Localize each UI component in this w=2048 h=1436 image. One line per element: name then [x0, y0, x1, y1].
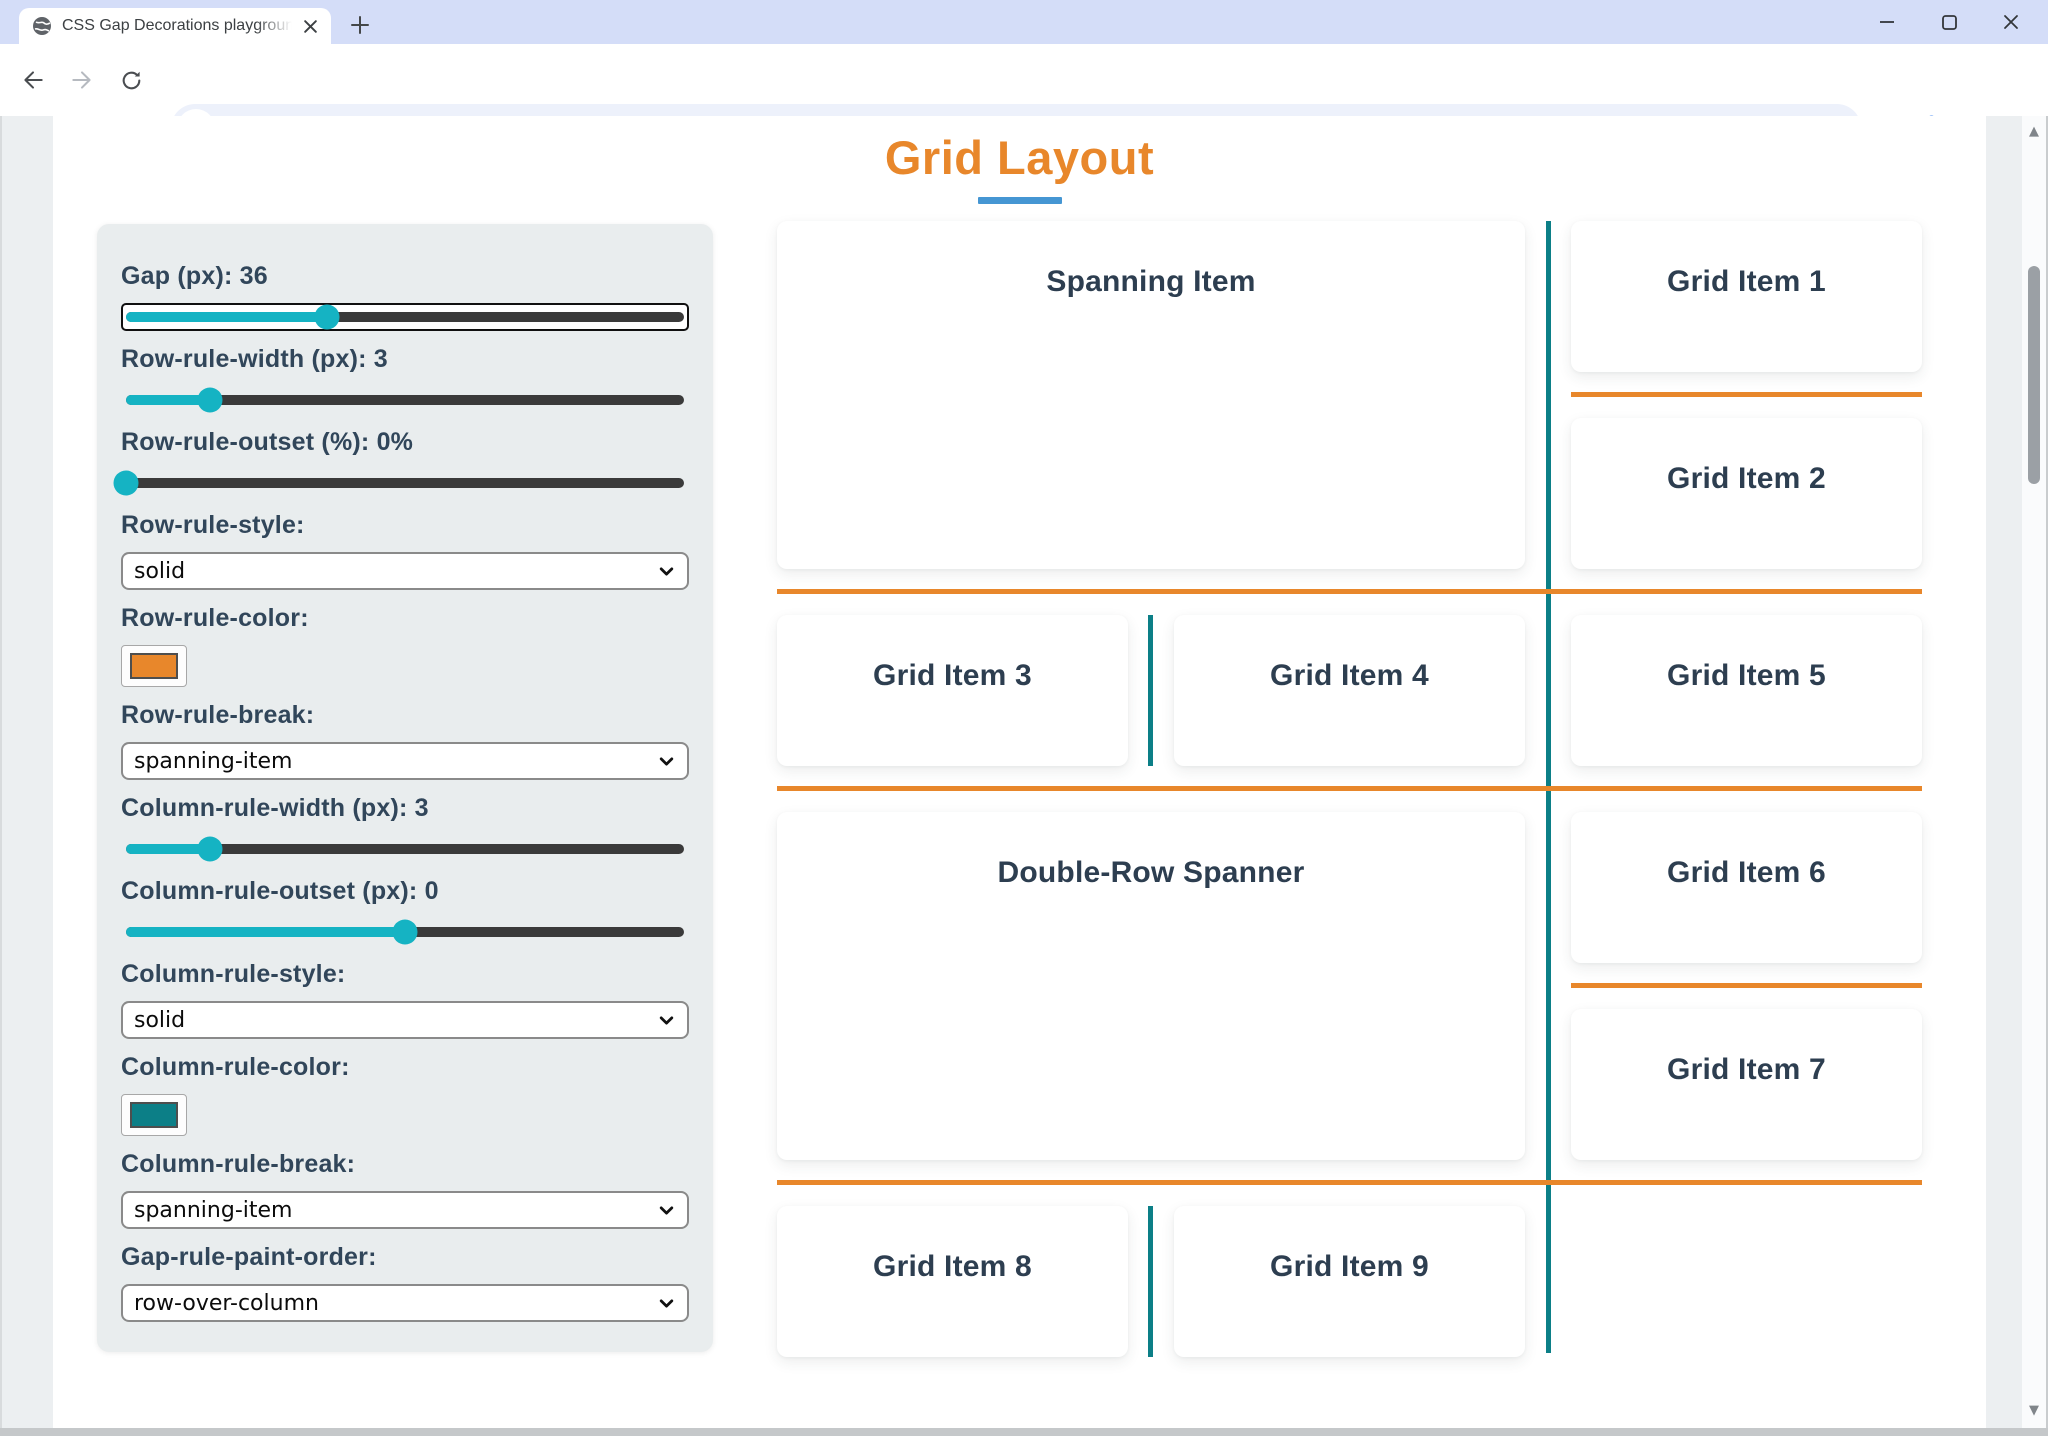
back-button[interactable]: [11, 58, 55, 102]
control-group-column-rule-outset: Column-rule-outset (px): 0: [121, 877, 689, 946]
controls-panel: Gap (px): 36 Row-rule-width (px): 3 Row-…: [97, 224, 713, 1352]
control-group-column-rule-break: Column-rule-break: spanning-item: [121, 1150, 689, 1229]
select-value: row-over-column: [134, 1290, 319, 1316]
slider-track[interactable]: [126, 304, 684, 330]
grid-item-1: Grid Item 1: [1571, 221, 1922, 372]
control-group-row-rule-outset: Row-rule-outset (%): 0%: [113, 428, 689, 497]
window-right-edge: [2046, 116, 2048, 1436]
gap-rule-paint-order-select[interactable]: row-over-column: [121, 1284, 689, 1322]
row-rule-width-slider[interactable]: [121, 386, 689, 414]
reload-button[interactable]: [109, 58, 153, 102]
control-group-column-rule-style: Column-rule-style: solid: [121, 960, 689, 1039]
row-rule-outset-label: Row-rule-outset (%): 0%: [121, 428, 414, 456]
column-rule-break-select[interactable]: spanning-item: [121, 1191, 689, 1229]
control-group-row-rule-width: Row-rule-width (px): 3: [121, 345, 689, 414]
grid-item-3: Grid Item 3: [777, 615, 1128, 766]
column-rule-outset-slider[interactable]: [121, 918, 689, 946]
color-swatch: [130, 653, 178, 679]
control-group-column-rule-width: Column-rule-width (px): 3: [121, 794, 689, 863]
select-value: spanning-item: [134, 748, 293, 774]
forward-button[interactable]: [60, 58, 104, 102]
row-rule-color-label: Row-rule-color:: [121, 604, 309, 632]
control-group-row-rule-style: Row-rule-style: solid: [121, 511, 689, 590]
new-tab-button[interactable]: [348, 14, 372, 38]
demo-grid: Spanning Item Grid Item 1 Grid Item 2 Gr…: [777, 221, 1922, 1357]
grid-item-6: Grid Item 6: [1571, 812, 1922, 963]
control-group-gap-rule-paint-order: Gap-rule-paint-order: row-over-column: [121, 1243, 689, 1322]
row-rule-break-label: Row-rule-break:: [121, 701, 315, 729]
column-rule-color-label: Column-rule-color:: [121, 1053, 350, 1081]
row-rule-style-select[interactable]: solid: [121, 552, 689, 590]
row-rule-width-label: Row-rule-width (px): 3: [121, 345, 388, 373]
slider-thumb[interactable]: [314, 304, 340, 330]
control-group-column-rule-color: Column-rule-color:: [121, 1053, 689, 1136]
select-value: spanning-item: [134, 1197, 293, 1223]
grid-item-7: Grid Item 7: [1571, 1009, 1922, 1160]
maximize-button[interactable]: [1918, 0, 1980, 44]
grid-item-8: Grid Item 8: [777, 1206, 1128, 1357]
window-bottom-edge: [0, 1428, 2048, 1436]
row-rule-style-label: Row-rule-style:: [121, 511, 305, 539]
grid-item-spanning: Spanning Item: [777, 221, 1525, 569]
color-swatch: [130, 1102, 178, 1128]
chevron-down-icon: [659, 1015, 674, 1025]
grid-preview: Spanning Item Grid Item 1 Grid Item 2 Gr…: [777, 221, 1922, 1357]
slider-thumb[interactable]: [113, 470, 139, 496]
gap-rule-paint-order-label: Gap-rule-paint-order:: [121, 1243, 377, 1271]
control-group-row-rule-break: Row-rule-break: spanning-item: [121, 701, 689, 780]
slider-track[interactable]: [126, 836, 684, 862]
row-rule-break-select[interactable]: spanning-item: [121, 742, 689, 780]
slider-track[interactable]: [126, 919, 684, 945]
column-rule-color-picker[interactable]: [121, 1094, 187, 1136]
chevron-down-icon: [659, 1298, 674, 1308]
chevron-down-icon: [659, 756, 674, 766]
grid-item-4: Grid Item 4: [1174, 615, 1525, 766]
select-value: solid: [134, 1007, 186, 1033]
chevron-down-icon: [659, 566, 674, 576]
tab-close-icon[interactable]: [299, 15, 321, 37]
slider-track[interactable]: [113, 470, 684, 496]
slider-thumb[interactable]: [197, 387, 223, 413]
grid-item-double-row-spanner: Double-Row Spanner: [777, 812, 1525, 1160]
grid-item-5: Grid Item 5: [1571, 615, 1922, 766]
page-title: Grid Layout: [884, 131, 1155, 184]
control-group-row-rule-color: Row-rule-color:: [121, 604, 689, 687]
row-rule-color-picker[interactable]: [121, 645, 187, 687]
column-rule-width-slider[interactable]: [121, 835, 689, 863]
slider-thumb[interactable]: [197, 836, 223, 862]
title-underline: [977, 197, 1062, 204]
column-rule-style-select[interactable]: solid: [121, 1001, 689, 1039]
scroll-down-icon[interactable]: ▼: [2029, 1403, 2039, 1418]
control-group-gap: Gap (px): 36: [121, 262, 689, 331]
column-rule-width-label: Column-rule-width (px): 3: [121, 794, 429, 822]
browser-toolbar: microsoftedge.github.io/Demos/css-gap-de…: [0, 44, 2048, 152]
scrollbar-thumb[interactable]: [2028, 266, 2040, 484]
slider-thumb[interactable]: [392, 919, 418, 945]
slider-track[interactable]: [126, 387, 684, 413]
tab-strip: CSS Gap Decorations playground: [0, 0, 2048, 44]
gap-slider-label: Gap (px): 36: [121, 262, 268, 290]
tab-title: CSS Gap Decorations playground: [62, 17, 299, 34]
minimize-button[interactable]: [1856, 0, 1918, 44]
close-button[interactable]: [1980, 0, 2042, 44]
gap-slider[interactable]: [121, 303, 689, 331]
column-rule-outset-label: Column-rule-outset (px): 0: [121, 877, 439, 905]
page-viewport: Grid Layout Gap (px): 36 Row-rule-width …: [0, 116, 2048, 1436]
window-left-edge: [0, 116, 2, 1436]
window-controls: [1856, 0, 2042, 44]
grid-item-9: Grid Item 9: [1174, 1206, 1525, 1357]
select-value: solid: [134, 558, 186, 584]
column-rule-break-label: Column-rule-break:: [121, 1150, 356, 1178]
scroll-up-icon[interactable]: ▲: [2029, 124, 2039, 139]
vertical-scrollbar[interactable]: ▲ ▼: [2022, 116, 2046, 1428]
column-rule-style-label: Column-rule-style:: [121, 960, 346, 988]
browser-tab[interactable]: CSS Gap Decorations playground: [19, 8, 331, 44]
globe-favicon-icon: [33, 17, 51, 35]
row-rule-outset-slider[interactable]: [113, 469, 689, 497]
grid-item-2: Grid Item 2: [1571, 418, 1922, 569]
chevron-down-icon: [659, 1205, 674, 1215]
